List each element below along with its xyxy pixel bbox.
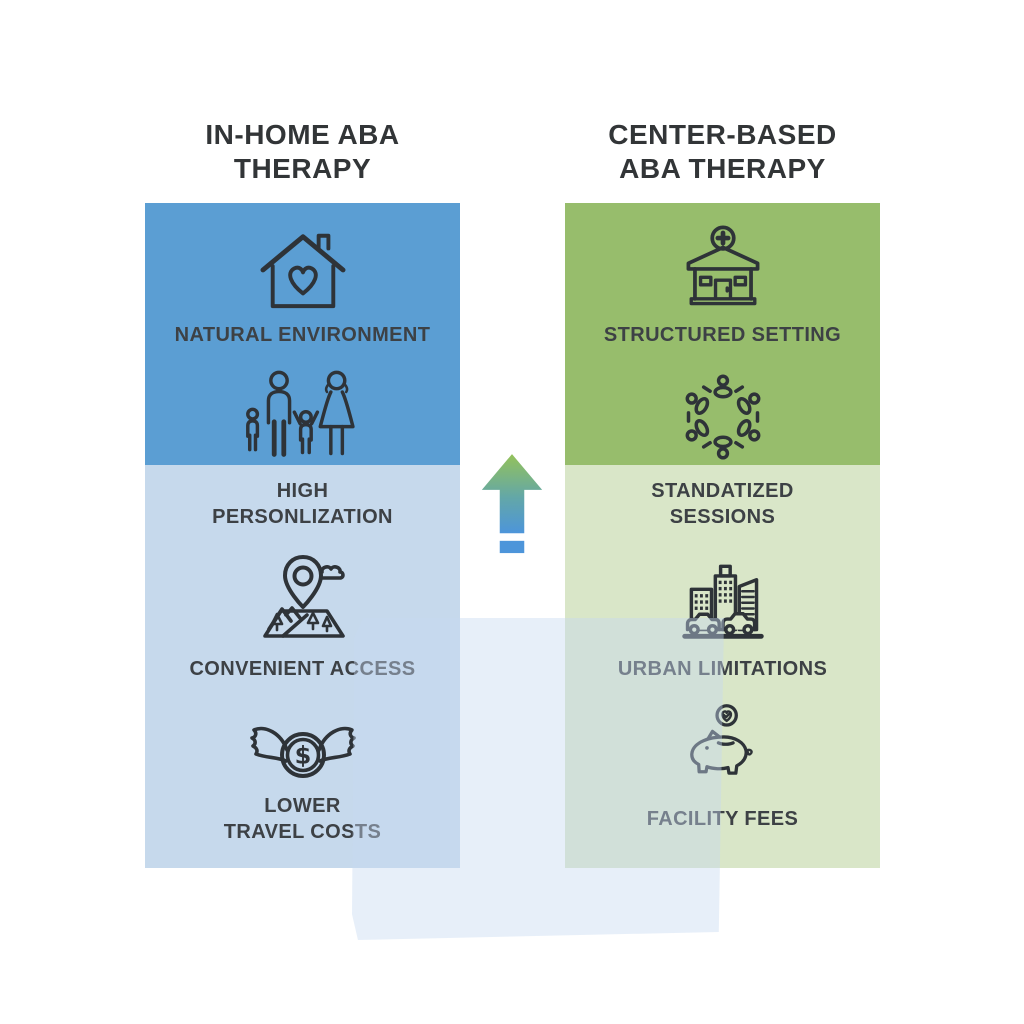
label-line: CONVENIENT ACCESS [189, 658, 416, 680]
feature-label: HIGH PERSONLIZATION [145, 475, 460, 533]
label-line: URBAN LIMITATIONS [617, 658, 828, 680]
label-line: STRUCTURED SETTING [603, 324, 842, 346]
title-line: THERAPY [233, 153, 372, 184]
label-line: NATURAL ENVIRONMENT [174, 324, 431, 346]
column-title-in-home: IN-HOME ABA THERAPY [145, 118, 460, 186]
label-line: LOWER [264, 795, 341, 817]
in-home-column: NATURAL ENVIRONMENT HIGH [145, 203, 460, 868]
piggy-bank-icon [565, 703, 880, 791]
label-line: SESSIONS [669, 506, 776, 528]
feature-label: FACILITY FEES [565, 791, 880, 847]
label-line: PERSONLIZATION [212, 506, 393, 528]
group-circle-icon [565, 369, 880, 465]
feature-label: LOWER TRAVEL COSTS [145, 791, 460, 847]
label-line: STANDATIZED [651, 480, 794, 502]
winged-coin-icon: $ [145, 703, 460, 791]
center-based-column: STRUCTURED SETTING STANDATIZED SESSIONS [565, 203, 880, 868]
house-heart-icon [145, 225, 460, 311]
in-home-bottom-section [145, 465, 460, 868]
center-based-bottom-section [565, 465, 880, 868]
label-line: TRAVEL COSTS [223, 821, 382, 843]
title-line: IN-HOME ABA [205, 119, 400, 150]
label-line: HIGH [276, 480, 329, 502]
svg-text:$: $ [294, 742, 311, 770]
map-pin-icon [145, 551, 460, 643]
feature-label: CONVENIENT ACCESS [145, 649, 460, 689]
title-line: CENTER-BASED [608, 119, 837, 150]
clinic-icon [565, 225, 880, 311]
column-title-center-based: CENTER-BASED ABA THERAPY [565, 118, 880, 186]
feature-label: STANDATIZED SESSIONS [565, 475, 880, 533]
city-icon [565, 551, 880, 643]
label-line: FACILITY FEES [646, 808, 799, 830]
feature-label: NATURAL ENVIRONMENT [145, 315, 460, 355]
up-arrow-icon [479, 452, 545, 558]
family-icon [145, 369, 460, 465]
feature-label: STRUCTURED SETTING [565, 315, 880, 355]
title-line: ABA THERAPY [619, 153, 826, 184]
feature-label: URBAN LIMITATIONS [565, 649, 880, 689]
